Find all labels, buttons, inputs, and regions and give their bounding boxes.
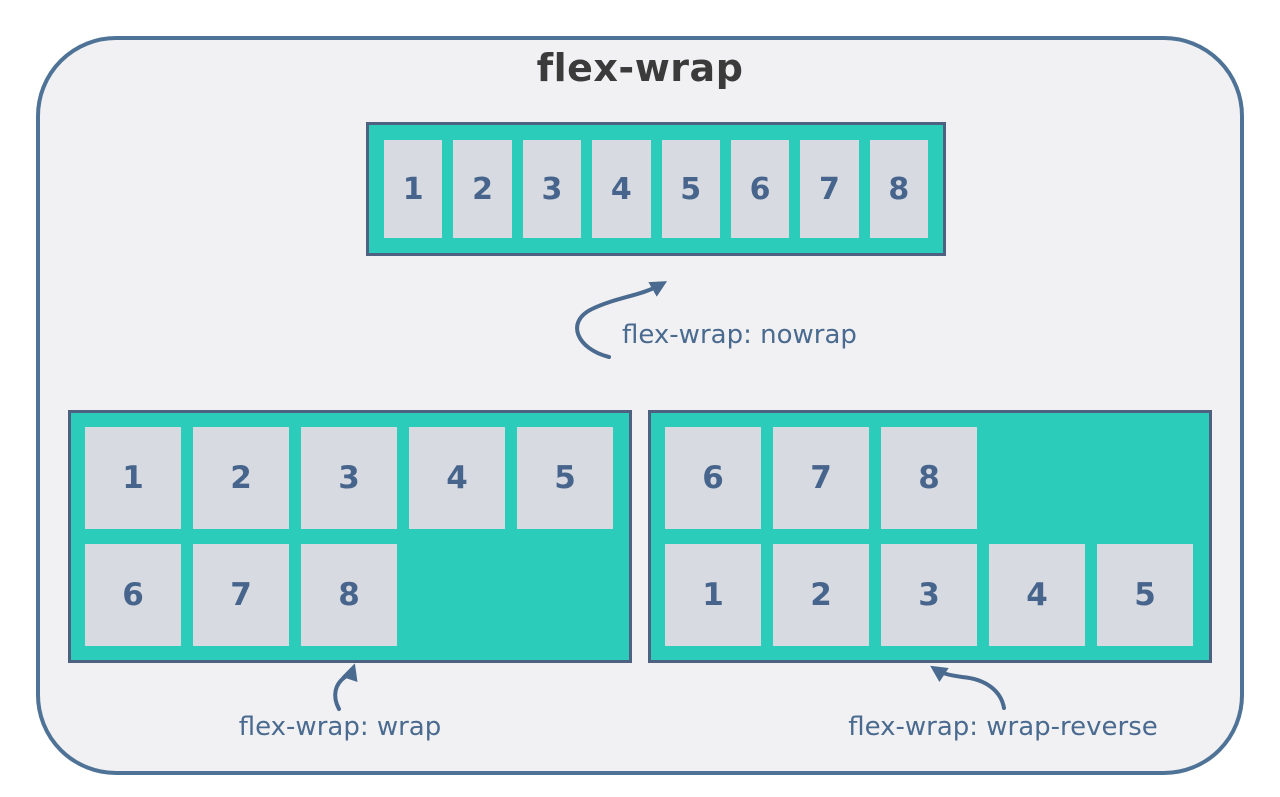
flex-row: 1 2 3 4 5 [665,544,1195,646]
flex-item: 2 [453,140,512,238]
wrap-reverse-container: 6 7 8 1 2 3 4 5 [648,410,1212,663]
flex-item: 1 [85,427,181,529]
flex-item: 6 [85,544,181,646]
flex-item: 2 [773,544,869,646]
flex-item: 2 [193,427,289,529]
nowrap-container: 1 2 3 4 5 6 7 8 [366,122,946,256]
flex-item: 3 [881,544,977,646]
nowrap-caption: flex-wrap: nowrap [622,320,857,350]
diagram-title: flex-wrap [536,46,744,90]
flex-item: 5 [661,140,720,238]
flex-row: 6 7 8 [665,427,1195,529]
flex-item: 7 [773,427,869,529]
flex-item: 4 [409,427,505,529]
wrap-container: 1 2 3 4 5 6 7 8 [68,410,632,663]
flex-item: 3 [301,427,397,529]
flex-row: 1 2 3 4 5 [85,427,615,529]
flex-item: 8 [869,140,928,238]
flex-item: 4 [592,140,651,238]
flex-item: 5 [517,427,613,529]
flex-item: 6 [730,140,790,238]
wrap-reverse-caption: flex-wrap: wrap-reverse [848,712,1158,742]
flex-item: 1 [384,140,443,238]
flex-item: 5 [1097,544,1193,646]
flex-item: 4 [989,544,1085,646]
flex-item: 8 [301,544,397,646]
flex-item: 8 [881,427,977,529]
flex-item: 3 [522,140,582,238]
flex-item: 1 [665,544,761,646]
wrap-caption: flex-wrap: wrap [238,712,442,742]
flex-item: 6 [665,427,761,529]
flex-item: 7 [800,140,859,238]
flex-row: 6 7 8 [85,544,615,646]
flex-item: 7 [193,544,289,646]
